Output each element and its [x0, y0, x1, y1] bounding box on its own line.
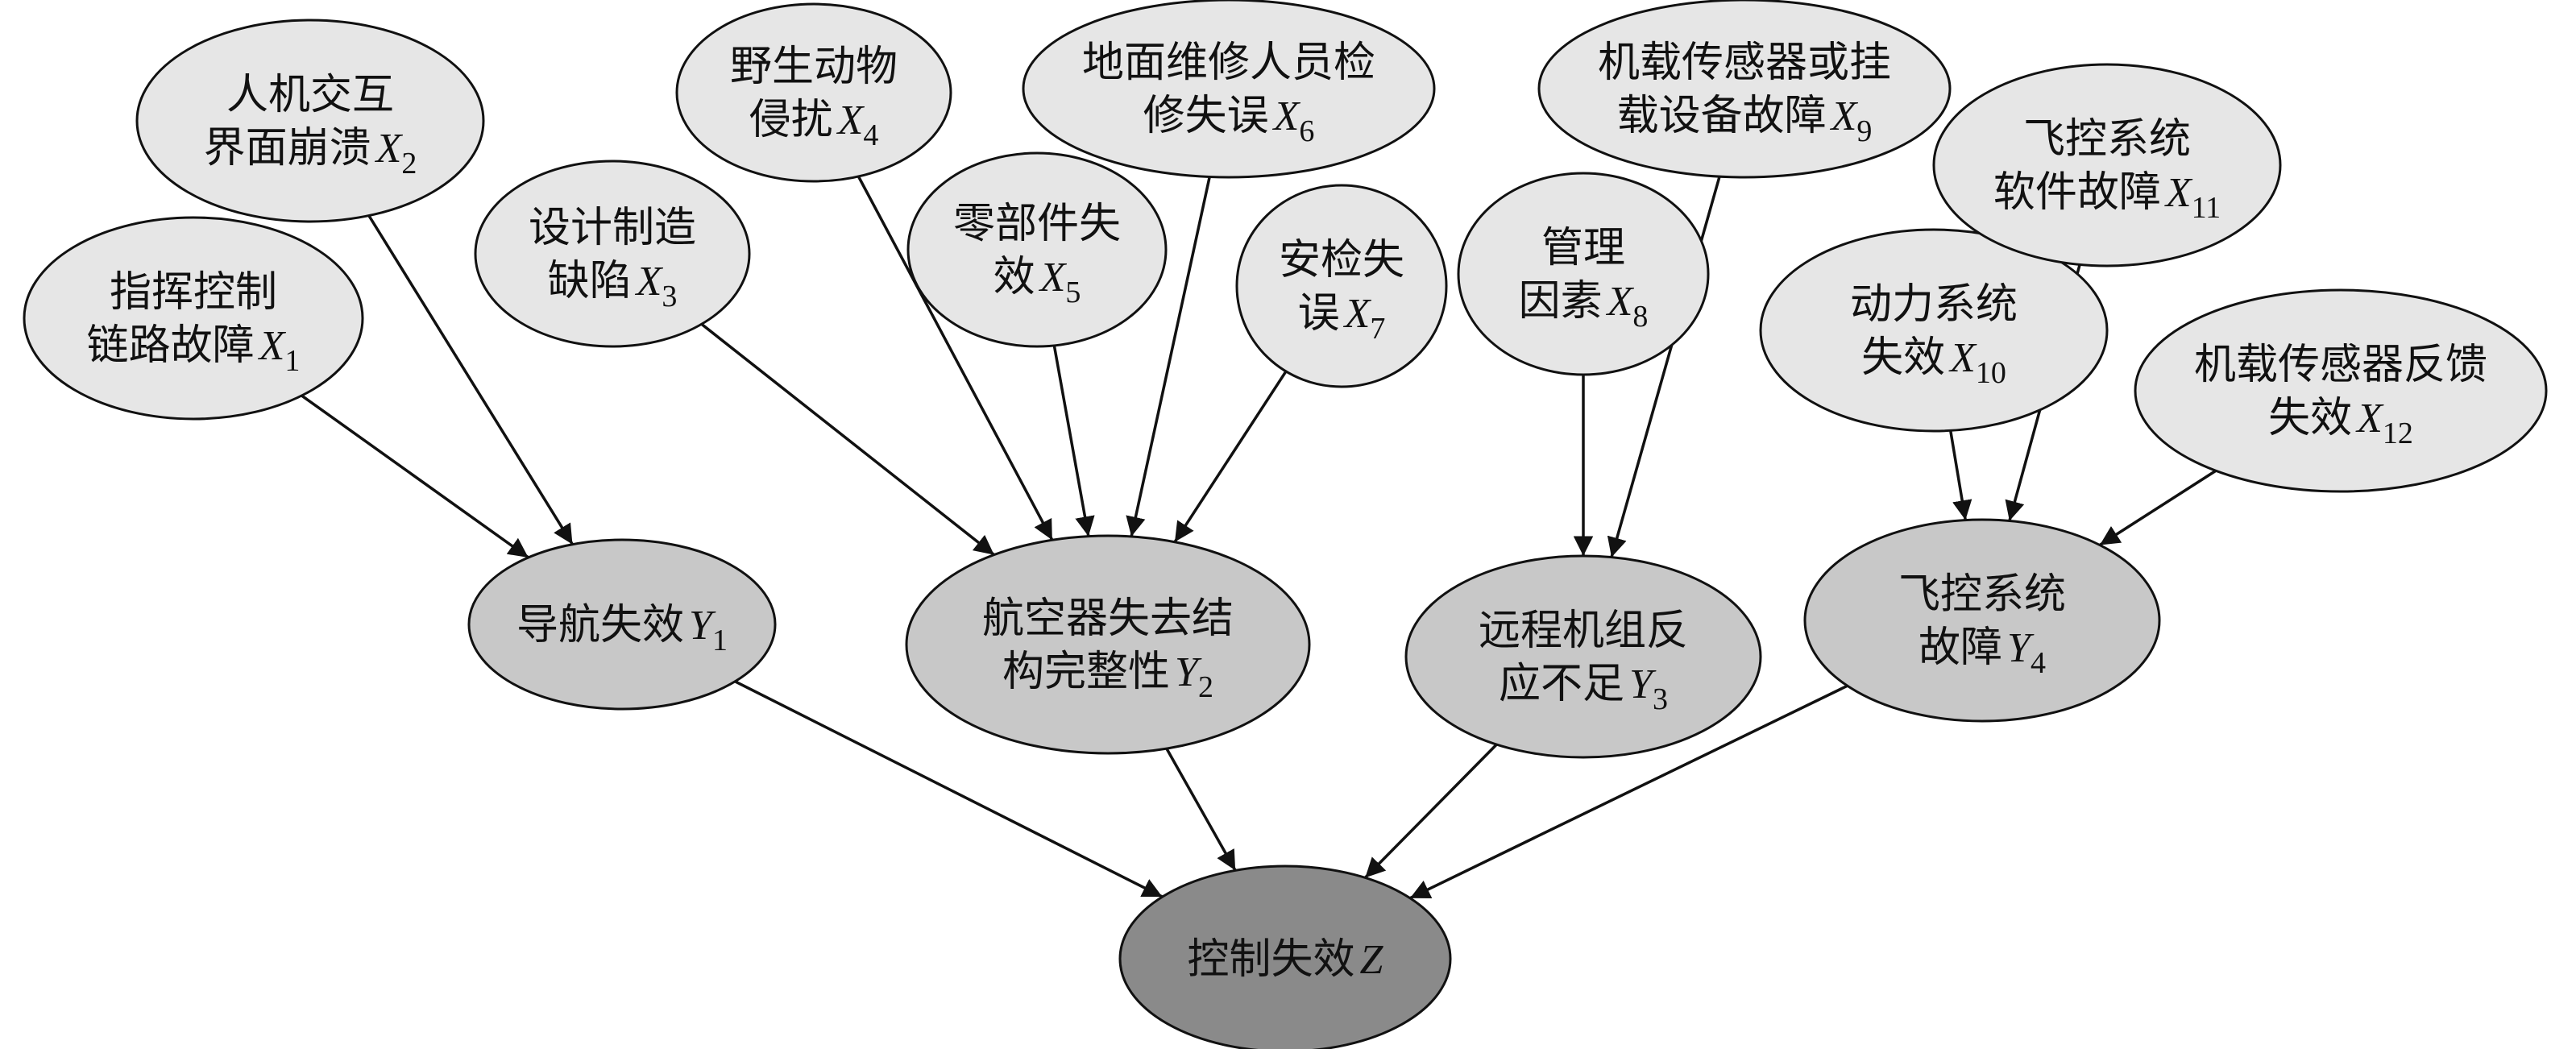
node-y2-label-line-1: 航空器失去结: [982, 595, 1234, 643]
edge-y1-to-z: [734, 680, 1164, 898]
node-x1-label-line-1: 指挥控制: [110, 268, 277, 317]
node-x8-label-line-1: 管理: [1541, 224, 1625, 272]
edge-x3-to-y2: [700, 322, 995, 556]
node-x7-label-line-1: 安检失: [1279, 236, 1404, 284]
node-x5-label-line-1: 零部件失: [953, 200, 1121, 248]
node-z-shape: [1118, 864, 1452, 1049]
node-x4-shape: [675, 2, 952, 183]
node-y1-shape: [467, 538, 777, 711]
node-x3-label-line-1: 设计制造: [529, 204, 696, 252]
node-x2-shape: [135, 19, 485, 223]
node-x7-shape: [1235, 184, 1448, 388]
node-x10-shape: [1759, 228, 2109, 433]
edge-x5-to-y2: [1052, 345, 1095, 537]
edge-x2-to-y1: [367, 214, 574, 545]
node-x9-shape: [1537, 0, 1952, 179]
node-x11-shape: [1932, 63, 2282, 267]
edge-x1-to-y1: [301, 394, 529, 559]
node-y3-label-line-1: 远程机组反: [1479, 607, 1688, 655]
node-y3-shape: [1404, 554, 1762, 759]
edge-x6-to-y2: [1126, 176, 1211, 537]
edge-x10-to-y4: [1949, 430, 1972, 520]
edge-x4-to-y2: [857, 176, 1054, 541]
node-y4-label-line-1: 飞控系统: [1898, 570, 2066, 619]
node-x10-label-line-1: 动力系统: [1850, 280, 2018, 329]
node-x4-label-line-1: 野生动物: [730, 43, 898, 91]
node-x3-shape: [474, 160, 751, 348]
node-x12-label-line-1: 机载传感器反馈: [2194, 341, 2487, 389]
node-x12-shape: [2134, 288, 2548, 493]
node-x11-label-line-1: 飞控系统: [2023, 115, 2191, 164]
node-y4-shape: [1803, 518, 2161, 723]
node-x8-shape: [1457, 172, 1710, 376]
edge-y3-to-z: [1364, 743, 1498, 879]
node-x9-label-line-1: 机载传感器或挂: [1598, 39, 1891, 87]
edge-x12-to-y4: [2099, 469, 2217, 546]
node-y2-shape: [905, 534, 1311, 755]
node-x6-shape: [1022, 0, 1436, 179]
edge-y2-to-z: [1165, 748, 1237, 872]
node-x5-shape: [906, 151, 1168, 348]
node-x6-label-line-1: 地面维修人员检: [1082, 39, 1375, 87]
node-x2-label-line-1: 人机交互: [226, 71, 394, 119]
edge-x7-to-y2: [1173, 370, 1288, 543]
edge-y4-to-z: [1409, 684, 1848, 900]
node-x1-shape: [23, 216, 364, 421]
